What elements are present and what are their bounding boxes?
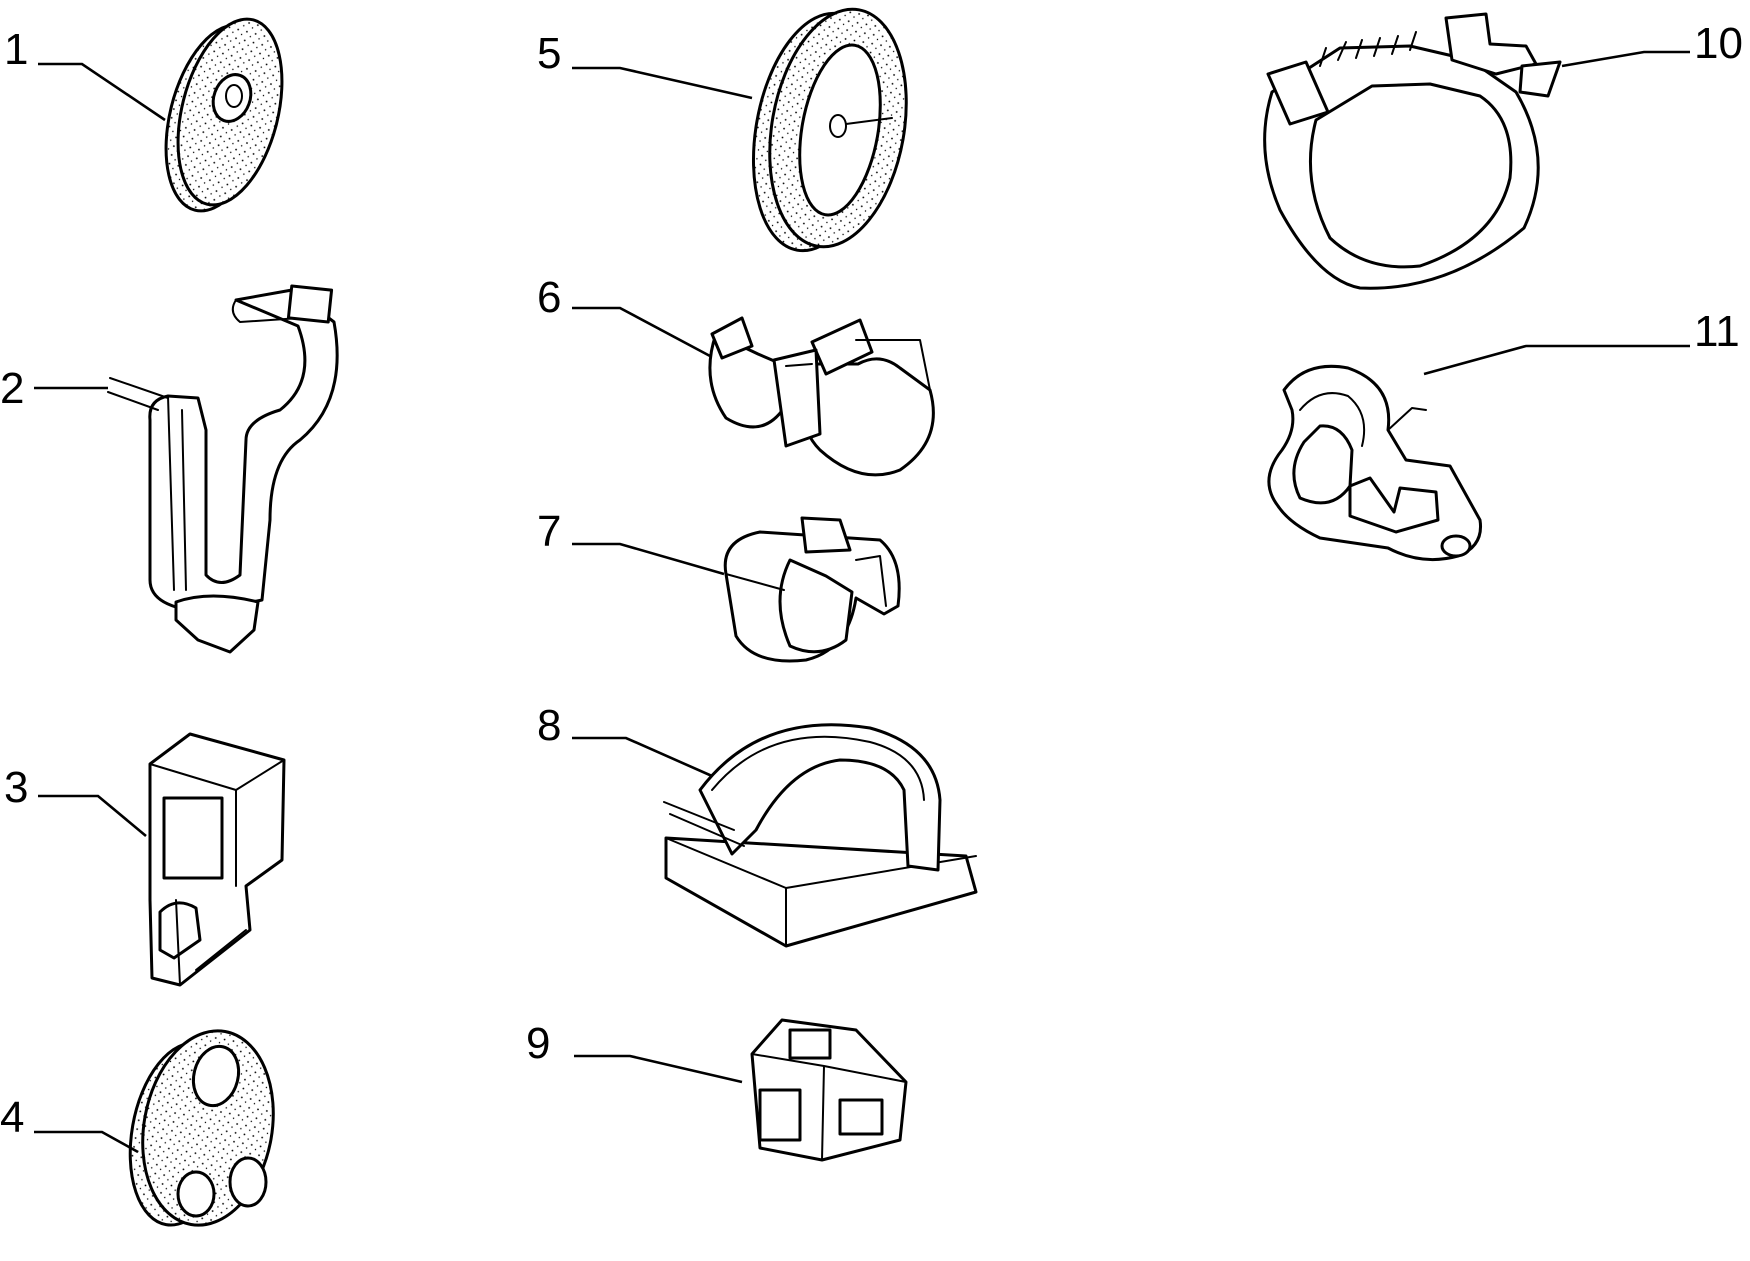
p-clamp-with-eyelet-icon (1267, 364, 1483, 562)
callout-10: 10 (1561, 19, 1743, 68)
callout-3: 3 (4, 763, 147, 837)
svg-text:1: 1 (4, 25, 28, 74)
svg-text:2: 2 (0, 364, 24, 413)
cable-tie-strap-icon (1263, 12, 1562, 290)
svg-text:3: 3 (4, 763, 28, 812)
single-pipe-clip-icon (723, 516, 901, 663)
callout-7: 7 (537, 507, 725, 576)
grommet-three-holes-icon (128, 1029, 275, 1227)
oval-grommet-large-icon (751, 7, 908, 253)
svg-text:9: 9 (526, 1019, 550, 1068)
adhesive-cable-mount-icon (663, 723, 978, 948)
square-edge-clip-icon (148, 732, 286, 987)
callout-11: 11 (1423, 307, 1740, 376)
svg-text:6: 6 (537, 273, 561, 322)
callout-2: 2 (0, 364, 108, 413)
svg-text:5: 5 (537, 29, 561, 78)
svg-text:8: 8 (537, 701, 561, 750)
callout-5: 5 (537, 29, 753, 100)
callout-4: 4 (0, 1093, 139, 1154)
snap-clip-icon (750, 1018, 908, 1162)
double-pipe-clip-icon (708, 316, 935, 477)
svg-text:10: 10 (1694, 19, 1743, 68)
svg-text:11: 11 (1694, 307, 1740, 356)
callout-1: 1 (4, 25, 166, 122)
callout-9: 9 (526, 1019, 743, 1084)
push-in-cable-clip-icon (107, 284, 339, 654)
oval-grommet-single-hole-icon (164, 17, 284, 213)
callout-6: 6 (537, 273, 711, 358)
svg-text:7: 7 (537, 507, 561, 556)
callout-8: 8 (537, 701, 713, 778)
svg-text:4: 4 (0, 1093, 24, 1142)
